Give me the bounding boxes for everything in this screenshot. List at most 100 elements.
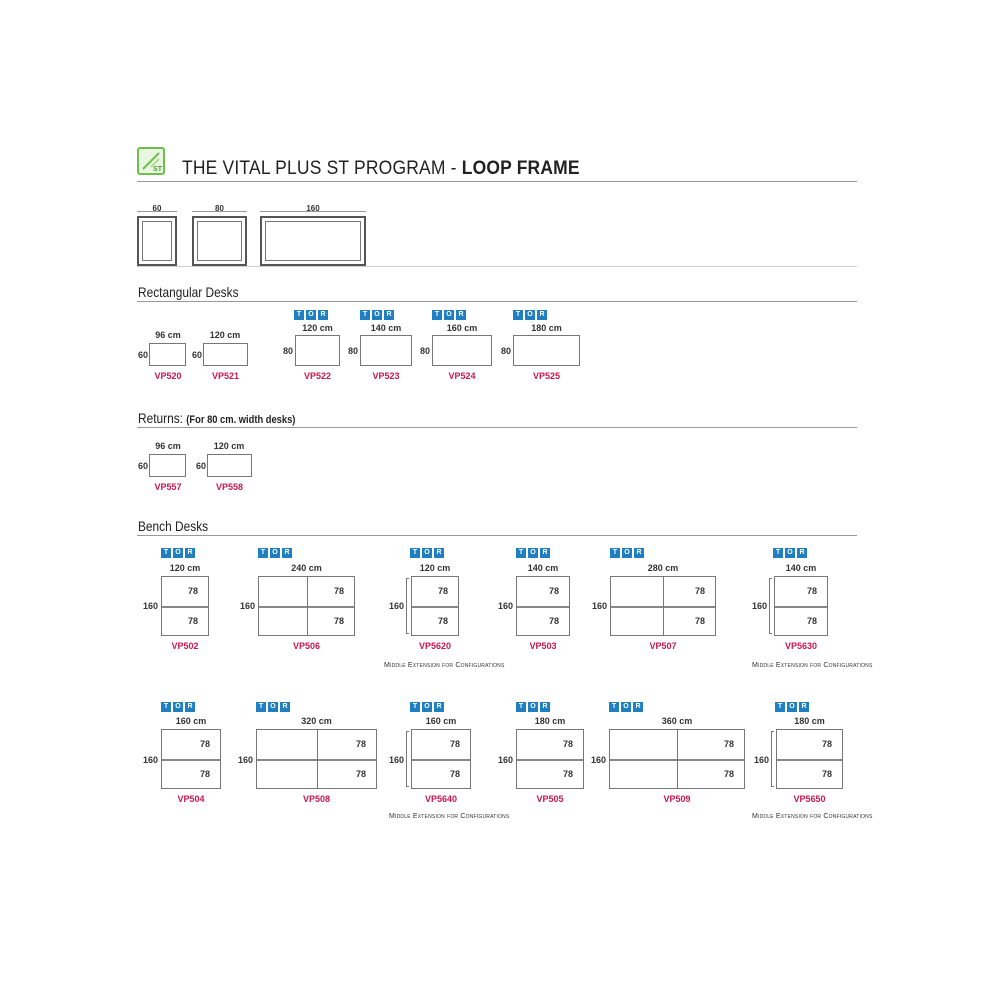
desk-depth: 60 — [137, 350, 148, 360]
bench-depth: 160 — [751, 601, 767, 611]
section-heading-bench: Bench Desks — [138, 518, 209, 534]
frame-width-label: 80 — [215, 204, 224, 213]
desk-depth: 80 — [282, 346, 293, 356]
bench-depth: 160 — [142, 755, 158, 765]
bench-width: 140 cm — [527, 563, 559, 573]
bench-depth: 160 — [237, 755, 253, 765]
return-depth: 60 — [195, 461, 206, 471]
bench-code: VP5630 — [784, 641, 818, 651]
desk-width: 120 cm — [302, 323, 333, 333]
middle-extension — [406, 731, 409, 787]
middle-extension — [406, 578, 409, 634]
bench-code: VP5640 — [424, 794, 458, 804]
bench-code: VP508 — [302, 794, 331, 804]
bench-width: 160 cm — [425, 716, 457, 726]
bench-code: VP503 — [529, 641, 557, 651]
frame-160 — [260, 216, 366, 266]
desk-VP524 — [432, 335, 492, 366]
frame-width-label: 160 — [306, 204, 320, 213]
bench-depth: 160 — [239, 601, 255, 611]
bench-depth: 160 — [591, 601, 607, 611]
desk-width: 180 cm — [531, 323, 562, 333]
desk-VP523 — [360, 335, 412, 366]
bench-width: 280 cm — [647, 563, 679, 573]
bench-width: 180 cm — [794, 716, 825, 726]
frames-divider — [137, 266, 857, 267]
desk-VP525 — [513, 335, 580, 366]
return-code: VP557 — [154, 482, 182, 492]
section-heading-rectangular: Rectangular Desks — [138, 284, 239, 300]
middle-extension-note: Middle Extension for Configurations — [389, 813, 510, 820]
bench-depth: 160 — [388, 755, 404, 765]
desk-VP521 — [203, 343, 248, 366]
bench-code: VP5620 — [418, 641, 452, 651]
middle-extension — [769, 578, 772, 634]
desk-depth: 60 — [191, 350, 202, 360]
bench-code: VP506 — [292, 641, 321, 651]
bench-width: 360 cm — [661, 716, 693, 726]
section-divider — [137, 427, 857, 428]
st-logo-icon: ST — [137, 147, 165, 175]
frame-80 — [192, 216, 247, 266]
bench-code: VP502 — [171, 641, 199, 651]
return-width: 120 cm — [213, 441, 245, 451]
return-code: VP558 — [215, 482, 244, 492]
return-VP557 — [149, 454, 186, 477]
bench-width: 240 cm — [291, 563, 322, 573]
bench-width: 120 cm — [419, 563, 451, 573]
desk-width: 140 cm — [370, 323, 402, 333]
frame-60 — [137, 216, 177, 266]
bench-code: VP509 — [663, 794, 691, 804]
desk-code: VP520 — [154, 371, 182, 381]
bench-code: VP504 — [177, 794, 205, 804]
bench-code: VP505 — [536, 794, 564, 804]
desk-depth: 80 — [500, 346, 511, 356]
desk-VP522 — [295, 335, 340, 366]
middle-extension-note: Middle Extension for Configurations — [752, 662, 873, 669]
bench-depth: 160 — [753, 755, 769, 765]
desk-code: VP522 — [303, 371, 332, 381]
middle-extension-note: Middle Extension for Configurations — [384, 662, 505, 669]
desk-width: 120 cm — [209, 330, 241, 340]
desk-depth: 80 — [419, 346, 430, 356]
bench-width: 120 cm — [169, 563, 201, 573]
desk-code: VP523 — [372, 371, 400, 381]
middle-extension — [771, 731, 774, 787]
section-divider — [137, 535, 857, 536]
logo-text: ST — [153, 166, 162, 173]
frame-width-label: 60 — [152, 204, 162, 213]
desk-depth: 80 — [347, 346, 358, 356]
frame-dim-line — [260, 211, 366, 212]
desk-code: VP525 — [532, 371, 561, 381]
bench-width: 320 cm — [301, 716, 332, 726]
section-divider — [137, 301, 857, 302]
frame-dim-line — [192, 211, 247, 212]
bench-depth: 160 — [142, 601, 158, 611]
bench-depth: 160 — [388, 601, 404, 611]
bench-depth: 160 — [590, 755, 606, 765]
title-divider — [137, 181, 857, 182]
desk-code: VP521 — [211, 371, 240, 381]
return-VP558 — [207, 454, 252, 477]
return-width: 96 cm — [155, 441, 181, 451]
